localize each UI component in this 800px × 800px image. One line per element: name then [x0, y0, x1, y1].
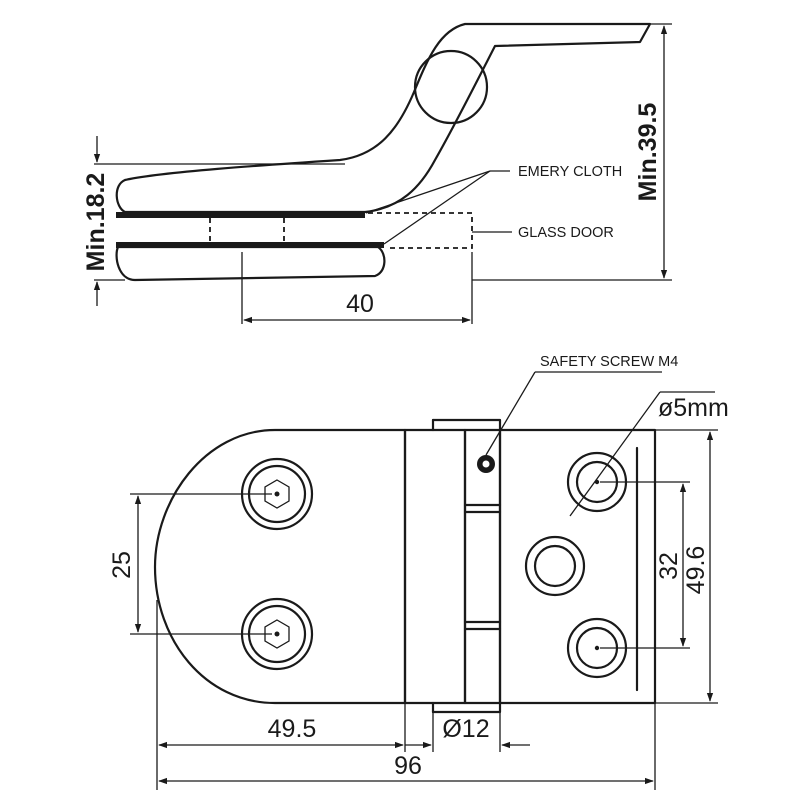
safety-screw-leader	[485, 371, 536, 456]
hinge-knuckle	[413, 49, 489, 125]
dim-hole-spacing-right: 32	[655, 552, 683, 580]
safety-screw-center	[482, 460, 490, 468]
side-view: EMERY CLOTH GLASS DOOR Min.18.2 Min.39.5…	[82, 22, 672, 324]
hole-diameter-leader	[569, 391, 661, 517]
safety-screw-label: SAFETY SCREW M4	[540, 354, 678, 370]
dim-min-height: Min.18.2	[82, 173, 110, 272]
dim-width: 40	[346, 290, 374, 318]
emery-cloth-leader	[365, 170, 491, 214]
left-plate-outline	[153, 428, 407, 705]
dim-hole-spacing-left: 25	[108, 551, 136, 579]
pin-barrel	[403, 428, 467, 705]
glass-door-label: GLASS DOOR	[518, 225, 614, 241]
lower-clamp-plate	[115, 245, 386, 282]
glass-door-outline	[368, 212, 473, 249]
dim-left-length: 49.5	[268, 715, 317, 743]
hinge-arm-outline	[115, 22, 652, 214]
center-hole	[524, 535, 586, 597]
dim-total-length: 96	[394, 752, 422, 780]
emery-cloth-leader	[383, 170, 491, 245]
right-plate-outline	[498, 428, 657, 705]
dim-pin-diameter: Ø12	[442, 715, 489, 743]
barrel-cap-bottom	[431, 701, 502, 714]
dim-height: 49.6	[682, 546, 710, 595]
hole-diameter-label: ø5mm	[658, 394, 729, 422]
hex-socket-icon	[264, 619, 290, 649]
barrel-cap-top	[431, 418, 502, 432]
hex-socket-icon	[264, 479, 290, 509]
emery-cloth-label: EMERY CLOTH	[518, 164, 622, 180]
front-view: SAFETY SCREW M4	[108, 354, 729, 790]
dim-min-total: Min.39.5	[634, 103, 662, 202]
